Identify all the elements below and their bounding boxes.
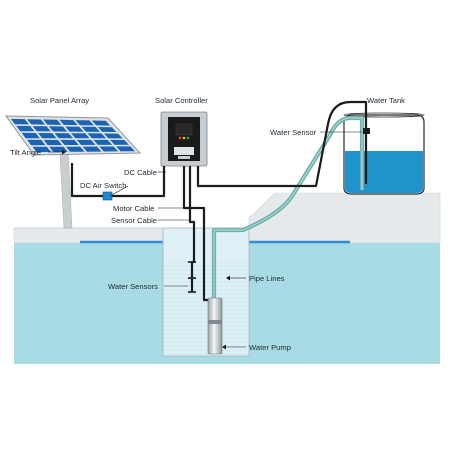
solar-cell (38, 133, 57, 139)
tank-sensor-cable (196, 100, 368, 188)
leader-lines (109, 131, 362, 348)
solar-cell (103, 133, 123, 139)
solar-cell (110, 139, 129, 145)
label-sensor-cable: Sensor Cable (111, 216, 157, 225)
tank-water-sensor (363, 128, 370, 134)
pipe-line-highlight (213, 117, 363, 340)
label-water-pump: Water Pump (249, 343, 291, 352)
solar-cell (81, 126, 101, 132)
solar-controller (160, 111, 208, 167)
solar-cell (93, 139, 113, 145)
solar-cell (82, 146, 102, 152)
water-pump (207, 297, 223, 355)
solar-cell (16, 125, 35, 132)
solar-cell (71, 133, 90, 139)
solar-cell (32, 126, 51, 132)
solar-cell (32, 146, 51, 153)
label-solar-controller: Solar Controller (155, 96, 208, 105)
water-pump-inlet (208, 320, 222, 324)
solar-cells (10, 118, 135, 153)
well-shaft-hatch (164, 262, 248, 355)
solar-cell (99, 146, 119, 152)
solar-cell (21, 132, 40, 139)
label-dc-air-switch: DC Air Switch (80, 181, 126, 190)
motor-cable (182, 166, 212, 302)
solar-cell (59, 119, 78, 126)
label-solar-panel-array: Solar Panel Array (30, 96, 89, 105)
solar-cell (76, 139, 96, 145)
solar-cell (97, 127, 117, 132)
solar-panel-array (5, 115, 142, 156)
label-dc-cable: DC Cable (124, 168, 157, 177)
label-water-sensor: Water Sensor (270, 128, 317, 137)
solar-cell (65, 146, 85, 152)
label-motor-cable: Motor Cable (113, 204, 154, 213)
solar-cell (75, 120, 94, 126)
solar-cell (54, 133, 73, 139)
label-water-sensors: Water Sensors (108, 282, 158, 291)
sensor-cable (188, 166, 196, 292)
solar-cell (48, 126, 68, 132)
solar-cell (43, 139, 63, 146)
solar-cell (116, 146, 135, 152)
solar-cell (27, 119, 46, 125)
water-pump-arrowhead (222, 344, 226, 350)
label-pipe-lines: Pipe Lines (249, 274, 285, 283)
solar-cell (65, 126, 84, 132)
solar-cell (27, 139, 46, 146)
tilt-angle-arrowhead (62, 149, 66, 155)
solar-cell (43, 119, 62, 125)
solar-cell (10, 118, 29, 125)
solar-cell (87, 133, 107, 139)
label-water-tank: Water Tank (367, 96, 405, 105)
tank-water (345, 151, 423, 193)
solar-cell (60, 139, 79, 145)
well-water-sensors (188, 261, 196, 293)
label-tilt-angle: Tilt Angle (10, 148, 41, 157)
panel-post (59, 149, 73, 229)
dc-air-switch (102, 191, 113, 201)
pipe-lines-arrowhead (226, 275, 230, 281)
solar-cell (91, 120, 111, 126)
water-tank (343, 112, 425, 195)
